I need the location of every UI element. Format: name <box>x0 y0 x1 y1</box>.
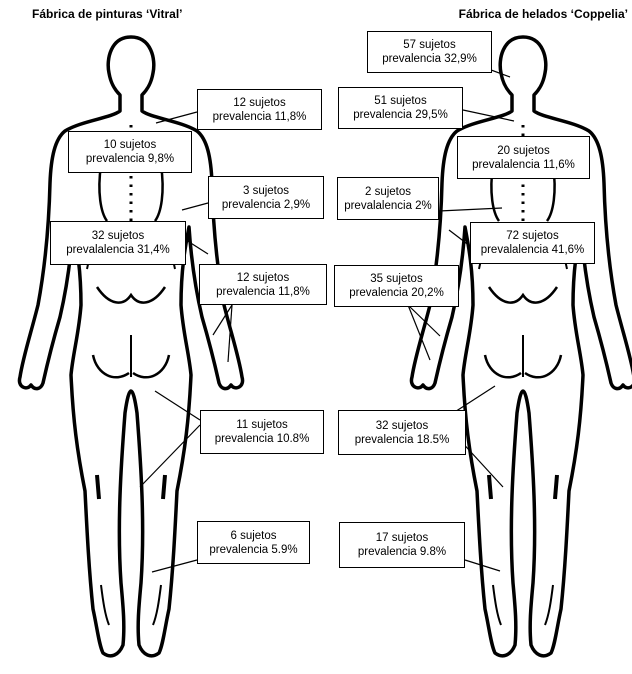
label-vitral-cervical: 12 sujetos prevalencia 11,8% <box>197 89 322 130</box>
label-vitral-ankle: 6 sujetos prevalencia 5.9% <box>197 521 310 564</box>
count: 57 sujetos <box>368 38 491 52</box>
count: 35 sujetos <box>335 272 458 286</box>
count: 32 sujetos <box>51 229 185 243</box>
label-coppelia-knee: 32 sujetos prevalencia 18.5% <box>338 410 466 455</box>
prevalence: prevalalencia 31,4% <box>51 243 185 257</box>
label-coppelia-lumbar: 72 sujetos prevalalencia 41,6% <box>470 222 595 264</box>
label-vitral-wrist: 12 sujetos prevalencia 11,8% <box>199 264 327 305</box>
count: 51 sujetos <box>339 94 462 108</box>
prevalence: prevalencia 2,9% <box>209 198 323 212</box>
prevalence: prevalencia 20,2% <box>335 286 458 300</box>
prevalence: prevalencia 29,5% <box>339 108 462 122</box>
prevalence: prevalencia 9.8% <box>340 545 464 559</box>
prevalence: prevalencia 32,9% <box>368 52 491 66</box>
prevalence: prevalencia 18.5% <box>339 433 465 447</box>
count: 10 sujetos <box>69 138 191 152</box>
count: 3 sujetos <box>209 184 323 198</box>
label-coppelia-head: 57 sujetos prevalencia 32,9% <box>367 31 492 73</box>
prevalence: prevalencia 11,8% <box>198 110 321 124</box>
prevalence: prevalalencia 2% <box>338 199 438 213</box>
prevalence: prevalencia 11,8% <box>200 285 326 299</box>
count: 17 sujetos <box>340 531 464 545</box>
label-vitral-shoulder: 10 sujetos prevalencia 9,8% <box>68 131 192 173</box>
prevalence: prevalencia 5.9% <box>198 543 309 557</box>
count: 6 sujetos <box>198 529 309 543</box>
label-coppelia-thoracic: 2 sujetos prevalalencia 2% <box>337 177 439 220</box>
label-coppelia-ankle: 17 sujetos prevalencia 9.8% <box>339 522 465 568</box>
prevalence: prevalalencia 11,6% <box>458 158 589 172</box>
prevalence: prevalencia 10.8% <box>201 432 323 446</box>
count: 32 sujetos <box>339 419 465 433</box>
count: 72 sujetos <box>471 229 594 243</box>
count: 20 sujetos <box>458 144 589 158</box>
prevalence: prevalalencia 41,6% <box>471 243 594 257</box>
label-vitral-knee: 11 sujetos prevalencia 10.8% <box>200 410 324 454</box>
label-coppelia-wrist: 35 sujetos prevalencia 20,2% <box>334 265 459 307</box>
count: 2 sujetos <box>338 185 438 199</box>
count: 11 sujetos <box>201 418 323 432</box>
label-coppelia-cervical: 51 sujetos prevalencia 29,5% <box>338 87 463 129</box>
count: 12 sujetos <box>200 271 326 285</box>
label-vitral-thoracic: 3 sujetos prevalencia 2,9% <box>208 176 324 219</box>
label-vitral-lumbar: 32 sujetos prevalalencia 31,4% <box>50 221 186 265</box>
count: 12 sujetos <box>198 96 321 110</box>
label-coppelia-shoulder: 20 sujetos prevalalencia 11,6% <box>457 136 590 179</box>
prevalence: prevalencia 9,8% <box>69 152 191 166</box>
